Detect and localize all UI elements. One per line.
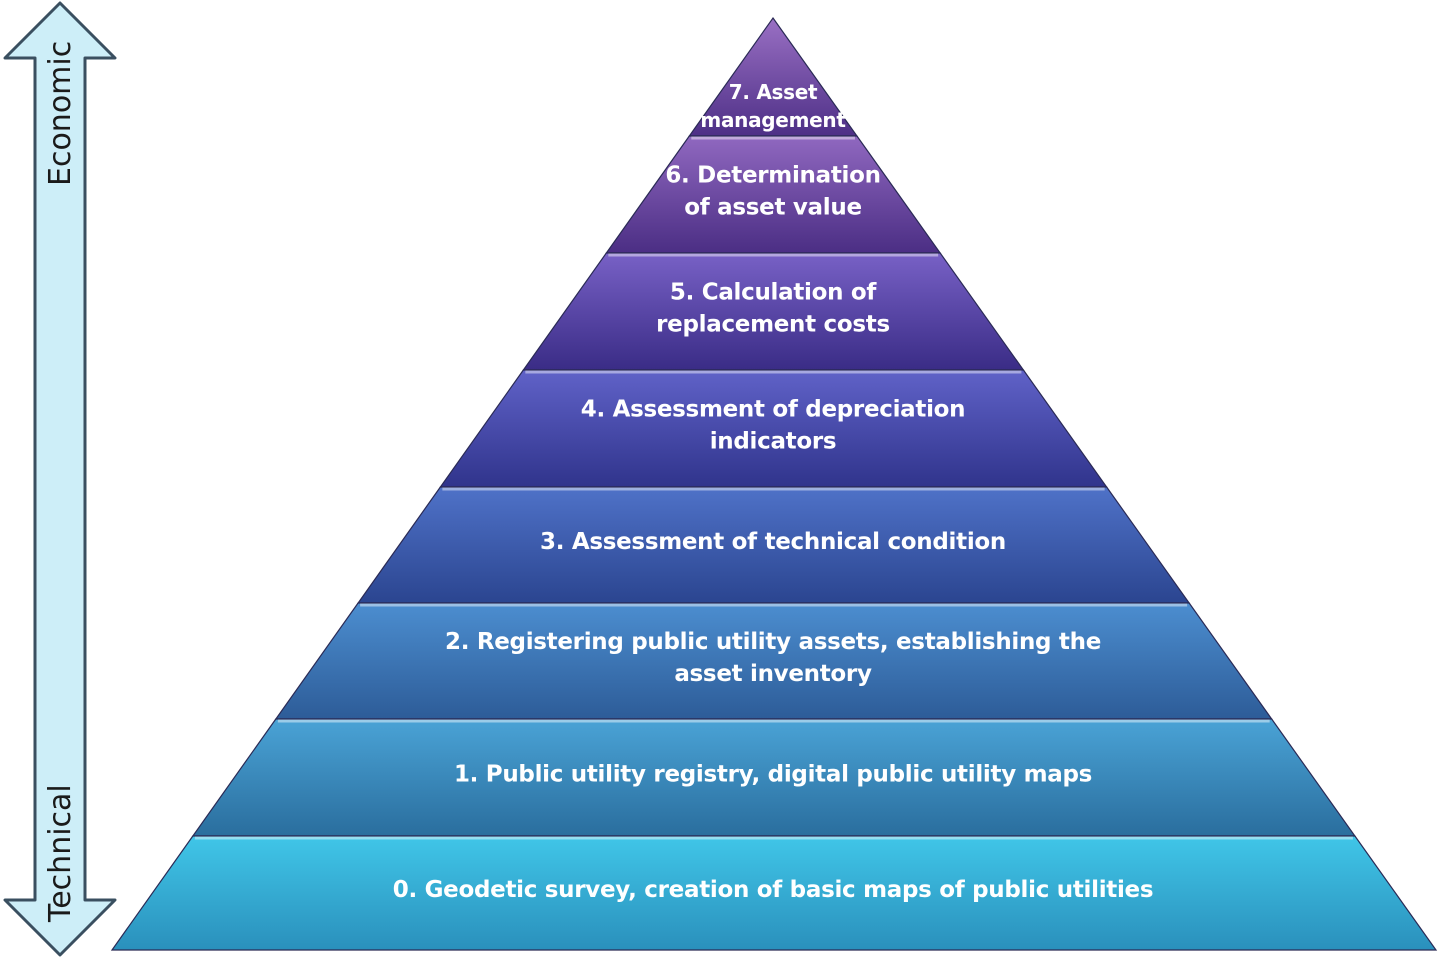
axis-label-economic: Economic bbox=[43, 41, 78, 186]
technical-economic-axis-arrow: Economic Technical bbox=[3, 1, 117, 957]
pyramid-level-7: 7. Asset management bbox=[688, 16, 859, 137]
pyramid-level-6: 6. Determination of asset value bbox=[605, 135, 942, 254]
pyramid-level-5: 5. Calculation of replacement costs bbox=[522, 252, 1025, 371]
level-6-label-line-0: 6. Determination bbox=[665, 163, 880, 189]
level-1-label-line-0: 1. Public utility registry, digital publ… bbox=[454, 762, 1092, 788]
level-0-label-line-0: 0. Geodetic survey, creation of basic ma… bbox=[393, 877, 1154, 903]
pyramid-level-2: 2. Registering public utility assets, es… bbox=[274, 602, 1273, 720]
level-4-label-line-0: 4. Assessment of depreciation bbox=[581, 397, 966, 423]
level-5-label-line-0: 5. Calculation of bbox=[670, 280, 878, 306]
pyramid-level-1: 1. Public utility registry, digital publ… bbox=[191, 718, 1357, 837]
pyramid-level-4: 4. Assessment of depreciation indicators bbox=[439, 369, 1108, 488]
level-4-label-line-1: indicators bbox=[710, 429, 837, 455]
level-3-label-line-0: 3. Assessment of technical condition bbox=[540, 529, 1006, 555]
axis-label-technical: Technical bbox=[43, 784, 78, 923]
level-6-label-line-1: of asset value bbox=[684, 195, 862, 221]
level-7-label-line-0: 7. Asset bbox=[729, 80, 818, 104]
pyramid-level-3: 3. Assessment of technical condition bbox=[356, 486, 1191, 604]
pyramid-band-0 bbox=[110, 835, 1438, 951]
pyramid: 7. Asset management 6. Determination of ass… bbox=[110, 16, 1438, 951]
level-2-label-line-0: 2. Registering public utility assets, es… bbox=[445, 629, 1101, 655]
pyramid-level-0: 0. Geodetic survey, creation of basic ma… bbox=[110, 835, 1438, 951]
double-arrow-icon bbox=[3, 1, 117, 957]
level-5-label-line-1: replacement costs bbox=[656, 312, 890, 338]
level-2-label-line-1: asset inventory bbox=[674, 661, 872, 687]
level-7-label-line-1: management bbox=[700, 108, 846, 132]
